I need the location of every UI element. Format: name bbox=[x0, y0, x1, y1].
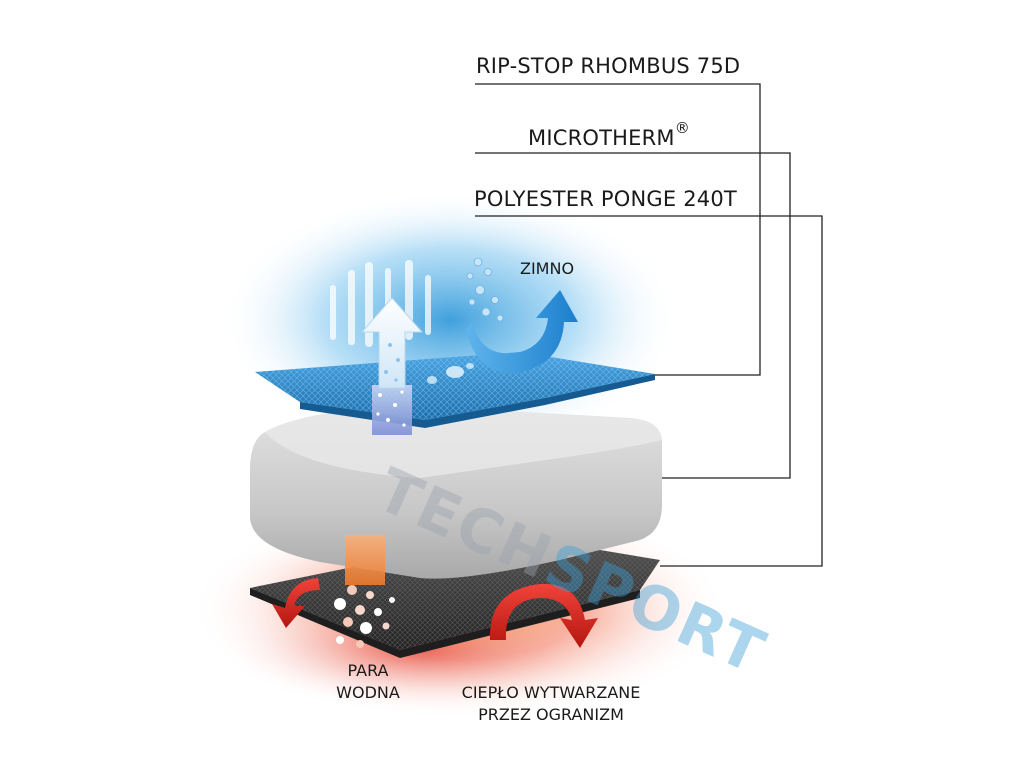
label-water-vapor: PARA WODNA bbox=[318, 660, 418, 704]
label-microtherm: MICROTHERM® bbox=[528, 123, 690, 150]
label-polyester-ponge: POLYESTER PONGE 240T bbox=[474, 187, 737, 211]
vapor-channel-upper bbox=[372, 385, 412, 435]
label-rip-stop: RIP-STOP RHOMBUS 75D bbox=[476, 54, 740, 78]
label-cold: ZIMNO bbox=[520, 258, 574, 280]
label-body-heat: CIEPŁO WYTWARZANE PRZEZ OGRANIZM bbox=[446, 682, 656, 726]
label-rip-stop-text: RIP-STOP RHOMBUS 75D bbox=[476, 54, 740, 78]
label-water-vapor-line1: PARA bbox=[318, 660, 418, 682]
label-body-heat-line1: CIEPŁO WYTWARZANE bbox=[446, 682, 656, 704]
vapor-channel-lower bbox=[345, 535, 385, 585]
registered-mark: ® bbox=[675, 119, 690, 137]
label-microtherm-text: MICROTHERM bbox=[528, 126, 675, 150]
label-water-vapor-line2: WODNA bbox=[318, 682, 418, 704]
label-polyester-ponge-text: POLYESTER PONGE 240T bbox=[474, 187, 737, 211]
label-body-heat-line2: PRZEZ OGRANIZM bbox=[446, 704, 656, 726]
